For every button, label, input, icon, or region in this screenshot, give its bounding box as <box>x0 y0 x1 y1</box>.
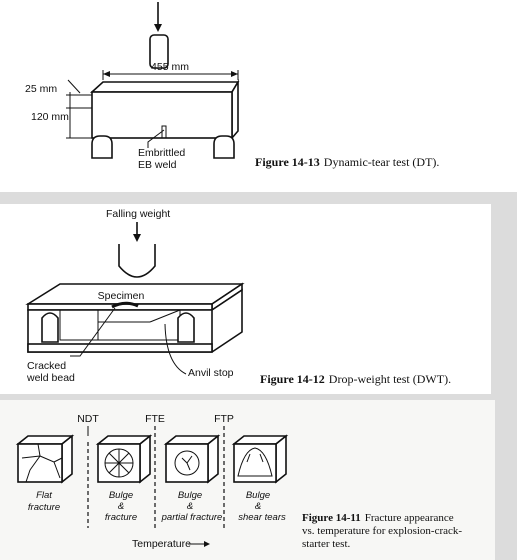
flat-fracture-plate <box>15 434 75 484</box>
weld-bead <box>111 301 139 309</box>
falling-weight-tup <box>118 244 156 278</box>
partial-fracture-plate <box>163 434 221 484</box>
drop-weight-diagram: Falling weight Specimen Cracked weld bea… <box>25 208 245 384</box>
fracture-appearance-diagram: NDT FTE FTP <box>15 413 289 550</box>
width-label: 455 mm <box>151 61 189 73</box>
bulge-label-2: & <box>118 501 124 512</box>
thickness-label: 25 mm <box>25 83 57 95</box>
figure-text: Drop-weight test (DWT). <box>328 372 452 386</box>
figure-text-line1: Fracture appearance <box>364 512 454 524</box>
right-support <box>213 135 235 159</box>
fracture-appearance-panel: NDT FTE FTP <box>0 400 495 560</box>
flat-label-2: fracture <box>28 502 60 513</box>
fte-marker: FTE <box>145 413 165 425</box>
left-support <box>41 312 59 343</box>
anvil-base <box>27 343 213 353</box>
drop-weight-panel: Falling weight Specimen Cracked weld bea… <box>0 204 491 394</box>
weld-bead-label: weld bead <box>26 372 75 384</box>
weld-label-line2: EB weld <box>138 159 177 171</box>
bulge-label-3: fracture <box>105 512 137 523</box>
flat-label-1: Flat <box>36 490 52 501</box>
figure-text-line3: starter test. <box>302 538 351 550</box>
shear-label-3: shear tears <box>238 512 286 523</box>
thickness-dimension-line <box>67 79 81 94</box>
anvil-stop-label: Anvil stop <box>188 367 234 379</box>
bead-leader <box>70 307 116 357</box>
striker <box>149 34 169 69</box>
figure-text: Dynamic-tear test (DT). <box>323 155 440 169</box>
height-label: 120 mm <box>31 111 69 123</box>
figure-text-line2: vs. temperature for explosion-crack- <box>302 525 463 537</box>
weld-leader <box>147 129 165 148</box>
partial-label-1: Bulge <box>178 490 202 501</box>
figure-number: Figure 14-11 <box>302 512 361 524</box>
partial-label-2: & <box>187 501 193 512</box>
cracked-label: Cracked <box>27 360 66 372</box>
load-arrow-head <box>154 24 162 32</box>
dynamic-tear-diagram: 455 mm 25 mm 120 mm Embrittled EB weld <box>25 2 240 171</box>
ftp-marker: FTP <box>214 413 234 425</box>
ndt-marker: NDT <box>77 413 99 425</box>
partial-label-3: partial fracture <box>161 512 223 523</box>
right-support <box>177 312 195 343</box>
specimen-top-face <box>89 81 240 93</box>
specimen-label: Specimen <box>98 290 145 302</box>
figure-number: Figure 14-12 <box>260 372 325 386</box>
bulge-label-1: Bulge <box>109 490 133 501</box>
figure-number: Figure 14-13 <box>255 155 320 169</box>
shear-label-2: & <box>255 501 261 512</box>
left-support <box>91 135 113 159</box>
bulge-fracture-plate <box>95 434 153 484</box>
dynamic-tear-panel: 455 mm 25 mm 120 mm Embrittled EB weld F… <box>0 0 517 192</box>
temperature-axis-label: Temperature <box>132 538 191 550</box>
falling-weight-label: Falling weight <box>106 208 170 220</box>
shear-label-1: Bulge <box>246 490 270 501</box>
shear-tears-plate <box>231 434 289 484</box>
weld-label-line1: Embrittled <box>138 147 185 159</box>
specimen-end-face <box>231 79 239 141</box>
anvil-stop-leader <box>164 323 187 375</box>
